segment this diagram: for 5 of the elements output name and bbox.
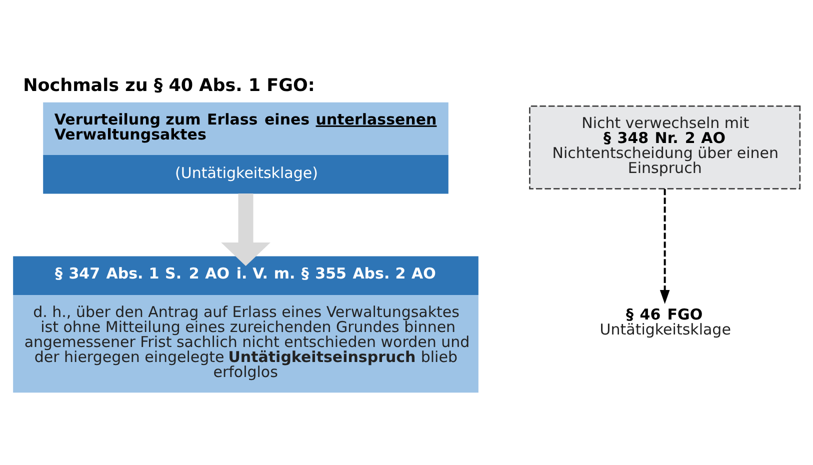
arrow [221, 193, 270, 266]
diagram-title: Nochmals zu § 40 Abs. 1 FGO: [23, 76, 315, 96]
node-box: Nicht verwechseln mit § 348 Nr. 2 AO Nichtentscheidung über einen Einspruch [529, 106, 801, 190]
node-text: § 46 FGO Untätigkeitsklage [600, 306, 731, 339]
arrow [660, 189, 670, 304]
